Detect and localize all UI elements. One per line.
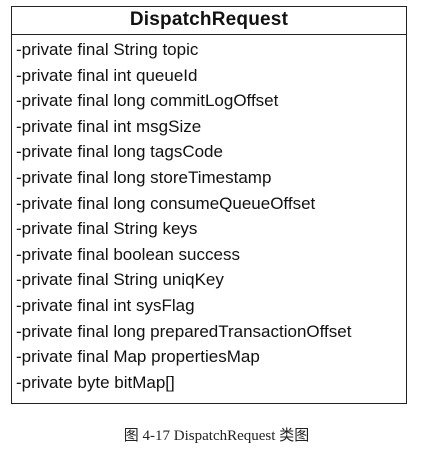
attribute-item: -private final String topic <box>16 40 199 59</box>
attribute-item: -private final long tagsCode <box>16 142 223 162</box>
attribute-item: -private final String uniqKey <box>16 270 224 290</box>
attribute-item: -private final Map propertiesMap <box>16 347 260 367</box>
attribute-item: -private final int sysFlag <box>16 295 195 315</box>
attribute-item: -private final long commitLogOffset <box>16 91 279 111</box>
attribute-list: -private final String topic -private fin… <box>12 35 406 395</box>
figure-caption: 图 4-17 DispatchRequest 类图 <box>123 428 310 444</box>
uml-class-box: DispatchRequest -private final String to… <box>11 6 407 404</box>
attribute-item: -private final boolean success <box>16 244 240 264</box>
class-name-header: DispatchRequest <box>12 7 406 35</box>
attribute-item: -private final long storeTimestamp <box>16 167 272 187</box>
attribute-item: -private final int msgSize <box>16 116 202 136</box>
attribute-item: -private final long preparedTransactionO… <box>16 321 352 341</box>
attribute-item: -private byte bitMap[] <box>16 372 175 392</box>
attribute-item: -private final long consumeQueueOffset <box>16 193 316 213</box>
attribute-item: -private final String keys <box>16 219 198 239</box>
attribute-item: -private final int queueId <box>16 65 198 85</box>
